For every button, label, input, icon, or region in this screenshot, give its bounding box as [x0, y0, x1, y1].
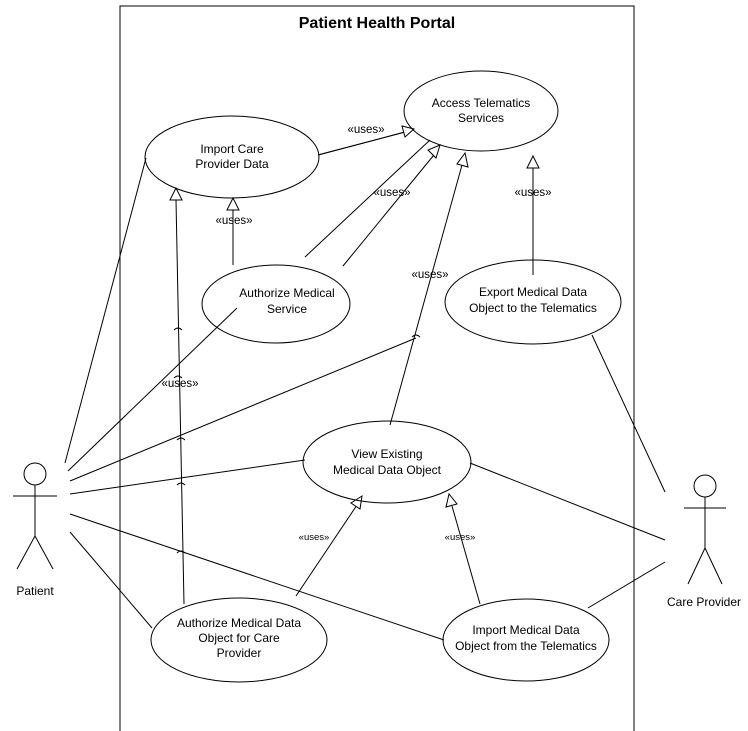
arrowhead-icon: [401, 125, 416, 138]
uses-authorize-service-to-access-2: [342, 149, 439, 267]
system-title: Patient Health Portal: [299, 15, 455, 32]
uses-import-care-to-access: [317, 131, 406, 156]
uses-label: «uses»: [411, 269, 448, 281]
svg-text:Import Care: Import Care: [200, 142, 264, 156]
arrowhead-icon: [456, 151, 469, 168]
uses-label: «uses»: [299, 532, 330, 543]
assoc-patient-view-existing: [69, 459, 306, 495]
arrowhead-icon: [169, 186, 183, 201]
uses-label: «uses»: [161, 378, 198, 390]
svg-text:Object for Care: Object for Care: [198, 631, 280, 645]
patient-associations: [64, 157, 445, 641]
svg-text:Provider: Provider: [217, 646, 262, 660]
svg-text:Access Telematics: Access Telematics: [432, 96, 530, 110]
svg-text:Export Medical Data: Export Medical Data: [479, 285, 587, 299]
assoc-patient-authorize-data: [69, 531, 153, 629]
arrowhead-icon: [526, 154, 540, 169]
uses-label: «uses»: [445, 532, 476, 543]
actor-patient-label: Patient: [16, 584, 54, 598]
system-boundary: [119, 5, 635, 731]
actor-care-provider-label: Care Provider: [667, 595, 741, 609]
svg-text:Service: Service: [267, 302, 307, 316]
stick-figure-icon: [684, 474, 726, 585]
use-case-view-existing: View Existing Medical Data Object: [302, 420, 472, 504]
arrowhead-icon: [226, 196, 240, 211]
assoc-patient-authorize-service: [67, 307, 238, 472]
assoc-care-provider-import-data: [587, 561, 666, 609]
assoc-patient-import-data: [69, 513, 445, 641]
line-crossing-jumps: [173, 327, 421, 554]
uses-label: «uses»: [347, 124, 384, 136]
uses-label: «uses»: [215, 215, 252, 227]
svg-text:Authorize Medical Data: Authorize Medical Data: [177, 616, 301, 630]
assoc-care-provider-export-data: [591, 334, 666, 493]
svg-text:View Existing: View Existing: [351, 447, 422, 461]
assoc-patient-import-care-provider: [64, 157, 147, 464]
use-case-authorize-data: Authorize Medical Data Object for Care P…: [150, 597, 328, 683]
uses-authorize-service-to-access-1: [304, 139, 431, 258]
actor-patient: Patient: [13, 462, 57, 598]
uses-label: «uses»: [514, 187, 551, 199]
uses-authorize-data-to-view: [295, 504, 358, 597]
svg-text:Provider Data: Provider Data: [195, 157, 269, 171]
svg-text:Authorize Medical: Authorize Medical: [239, 286, 334, 300]
assoc-care-provider-view-existing: [469, 462, 666, 541]
care-provider-associations: [469, 334, 666, 609]
assoc-patient-export-data: [69, 337, 417, 482]
use-case-export-data: Export Medical Data Object to the Telema…: [444, 259, 622, 345]
uses-view-existing-to-access: [389, 164, 463, 426]
actor-care-provider: Care Provider: [667, 474, 741, 609]
svg-text:Services: Services: [458, 111, 504, 125]
use-case-authorize-service: Authorize Medical Service: [201, 264, 351, 344]
svg-text:Object to the Telematics: Object to the Telematics: [469, 301, 597, 315]
svg-text:Import Medical Data: Import Medical Data: [472, 623, 580, 637]
uses-relations: [169, 125, 540, 605]
arrowhead-icon: [427, 144, 441, 159]
stick-figure-icon: [13, 462, 57, 570]
arrowhead-icon: [350, 494, 363, 510]
svg-text:Medical Data Object: Medical Data Object: [333, 463, 442, 477]
uses-authorize-data-to-import-care: [175, 199, 185, 605]
use-case-access-telematics: Access Telematics Services: [403, 70, 559, 152]
uses-import-data-to-view: [451, 505, 481, 605]
svg-text:Object from the Telematics: Object from the Telematics: [455, 639, 597, 653]
uses-label: «uses»: [373, 187, 410, 199]
use-case-import-data: Import Medical Data Object from the Tele…: [442, 598, 610, 682]
arrowhead-icon: [445, 492, 458, 508]
use-case-import-care-provider: Import Care Provider Data: [144, 115, 320, 199]
